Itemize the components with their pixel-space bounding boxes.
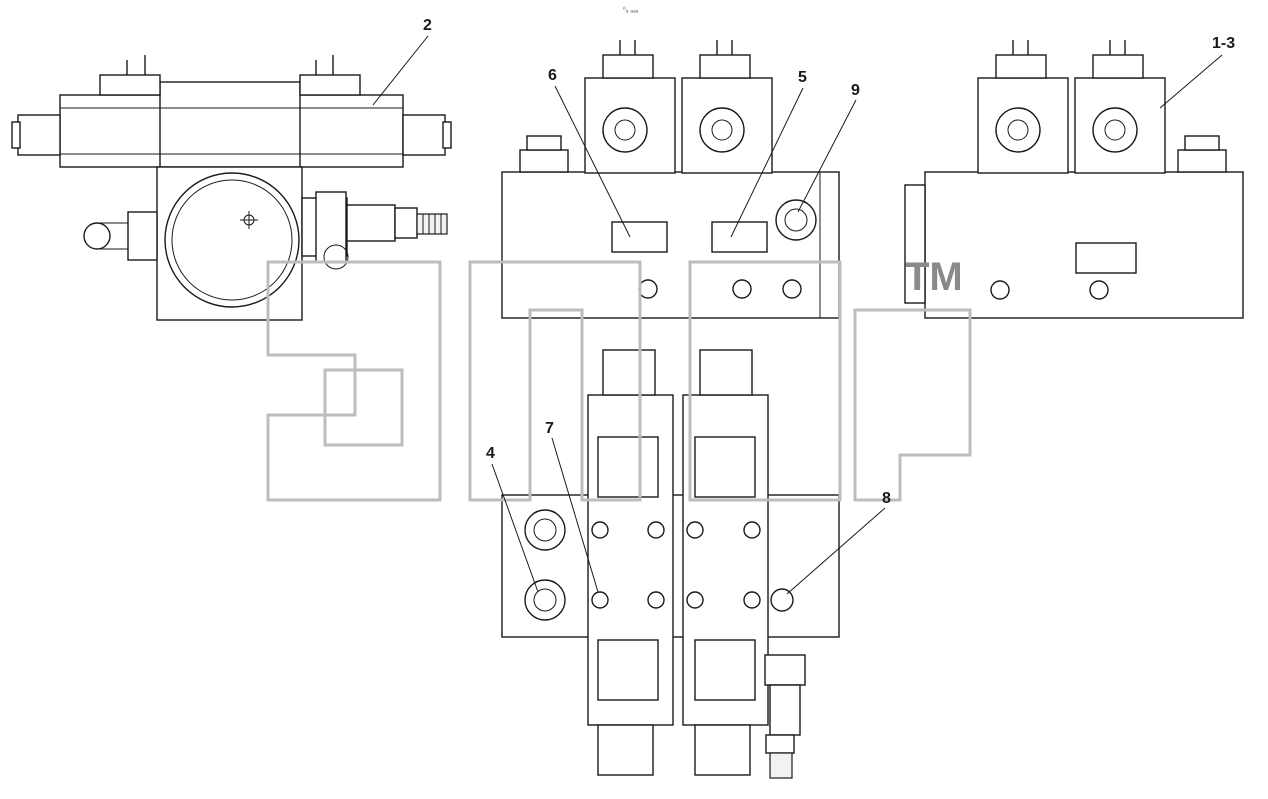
- callout-7-label: 7: [545, 420, 554, 437]
- callout-7: 7: [545, 420, 599, 593]
- callout-2-label: 2: [423, 17, 432, 34]
- left-valve-view: [11, 55, 452, 321]
- callout-4-label: 4: [486, 445, 495, 462]
- callout-8: 8: [786, 490, 891, 595]
- callout-6: 6: [548, 67, 631, 238]
- callout-9: 9: [797, 82, 860, 213]
- callout-8-label: 8: [882, 490, 891, 507]
- callout-4: 4: [486, 445, 539, 593]
- callout-5: 5: [730, 69, 807, 238]
- callout-6-label: 6: [548, 67, 557, 84]
- top-right-valve-view: [904, 40, 1244, 319]
- watermark-tm: TM: [905, 255, 963, 299]
- callout-9-label: 9: [851, 82, 860, 99]
- watermark-logo: TM: [266, 255, 972, 502]
- callout-5-label: 5: [798, 69, 807, 86]
- callout-1-3: 1-3: [1159, 35, 1235, 109]
- callout-1-3-label: 1-3: [1212, 35, 1235, 52]
- bottom-valve-view: [501, 349, 840, 779]
- top-center-valve-view: [501, 40, 840, 319]
- callout-2: 2: [372, 17, 432, 106]
- header-mark: ⁰ₐ ₐₐₐ: [623, 6, 639, 14]
